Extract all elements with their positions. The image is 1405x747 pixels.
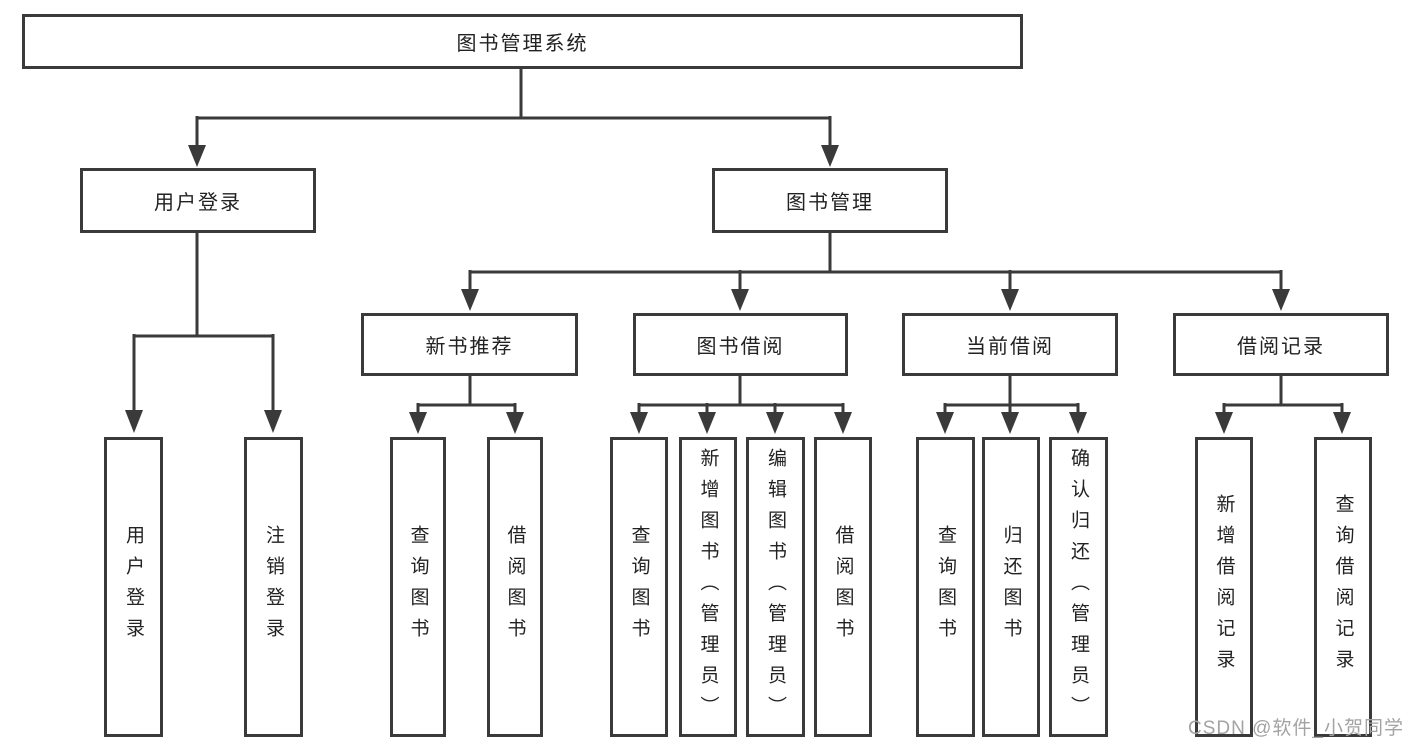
arrowhead [1001, 289, 1019, 311]
leaf-current-confirm-return-admin: 确认归还（管理员） [1049, 437, 1108, 737]
connector-line-group [132, 69, 1344, 414]
leaf-borrow-add-books-admin: 新增图书（管理员） [679, 437, 737, 737]
node-borrow-records: 借阅记录 [1173, 313, 1389, 376]
connector-lines [132, 69, 1344, 414]
arrowhead [125, 410, 143, 433]
leaf-user-login: 用户登录 [104, 437, 163, 737]
leaf-newbook-query-books: 查询图书 [390, 437, 446, 737]
node-user-login: 用户登录 [80, 168, 316, 233]
leaf-records-add-record: 新增借阅记录 [1195, 437, 1253, 737]
arrowhead [461, 289, 479, 311]
leaf-records-query-record: 查询借阅记录 [1314, 437, 1372, 737]
node-book-management: 图书管理 [712, 168, 948, 233]
arrowhead [1272, 289, 1290, 311]
watermark: CSDN @软件_小贺同学 [1188, 718, 1404, 739]
arrowhead [188, 145, 206, 167]
leaf-current-return-books: 归还图书 [982, 437, 1040, 737]
node-new-book-recommend: 新书推荐 [361, 313, 578, 376]
arrowhead [1069, 412, 1087, 434]
arrowhead [731, 289, 749, 311]
arrowhead [936, 412, 954, 434]
leaf-borrow-borrow-books: 借阅图书 [814, 437, 872, 737]
arrowhead [698, 412, 716, 434]
arrowhead [1215, 412, 1233, 434]
leaf-borrow-query-books: 查询图书 [610, 437, 668, 737]
leaf-borrow-edit-books-admin: 编辑图书（管理员） [746, 437, 805, 737]
arrowhead-group [125, 145, 1351, 434]
arrowhead [766, 412, 784, 434]
arrowhead [821, 145, 839, 167]
node-book-borrow: 图书借阅 [633, 313, 848, 376]
leaf-current-query-books: 查询图书 [916, 437, 975, 737]
arrowhead [834, 412, 852, 434]
arrowhead [506, 412, 524, 434]
leaf-logout: 注销登录 [244, 437, 303, 737]
leaf-newbook-borrow-books: 借阅图书 [487, 437, 543, 737]
node-current-borrow: 当前借阅 [902, 313, 1118, 376]
arrowhead [1333, 412, 1351, 434]
arrowhead [1001, 412, 1019, 434]
node-root: 图书管理系统 [22, 14, 1023, 69]
arrowhead [630, 412, 648, 434]
arrowhead [264, 410, 282, 433]
arrowhead [409, 412, 427, 434]
